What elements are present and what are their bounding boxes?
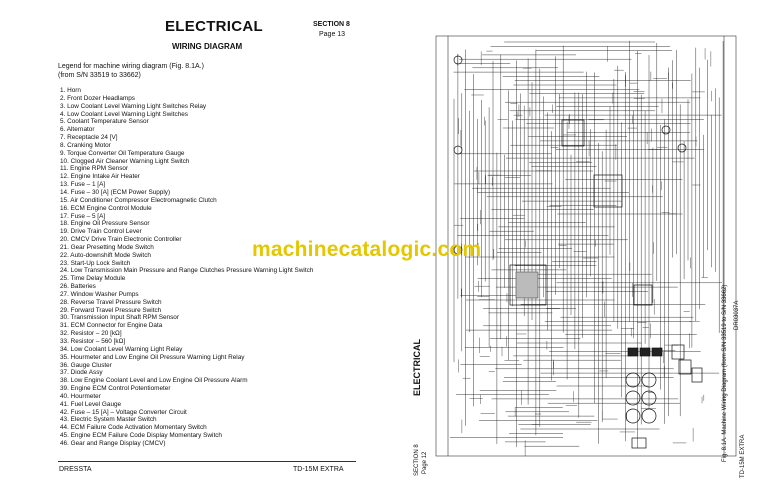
legend-item: 23. Start-Up Lock Switch <box>60 259 131 267</box>
legend-item: 7. Receptacle 24 [V] <box>60 134 118 142</box>
legend-item: 17. Fuse – 5 [A] <box>60 212 106 220</box>
legend-item: 13. Fuse – 1 [A] <box>60 181 106 189</box>
legend-item: 10. Clogged Air Cleaner Warning Light Sw… <box>60 157 190 165</box>
legend-item: 29. Forward Travel Pressure Switch <box>60 306 162 314</box>
legend-item: 8. Cranking Motor <box>60 141 111 149</box>
legend-item: 14. Fuse – 30 [A] (ECM Power Supply) <box>60 188 171 196</box>
section-subtitle: WIRING DIAGRAM <box>172 42 243 51</box>
diagram-frame <box>435 35 737 457</box>
legend-item: 16. ECM Engine Control Module <box>60 204 152 212</box>
legend-item: 39. Engine ECM Control Potentiometer <box>60 385 171 393</box>
legend-item: 9. Torque Converter Oil Temperature Gaug… <box>60 149 185 157</box>
figure-caption: Fig. 8.1A. Machine Wiring Diagram (from … <box>722 284 728 462</box>
legend-item: 25. Time Delay Module <box>60 275 126 283</box>
legend-item: 11. Engine RPM Sensor <box>60 165 129 173</box>
legend-serial-range: (from S/N 33519 to 33662) <box>58 72 141 79</box>
component-symbols <box>453 55 703 449</box>
legend-item: 4. Low Coolant Level Warning Light Switc… <box>60 110 188 118</box>
legend-item: 44. ECM Failure Code Activation Momentar… <box>60 424 207 432</box>
legend-item: 15. Air Conditioner Compressor Electroma… <box>60 196 217 204</box>
legend-item: 27. Window Washer Pumps <box>60 290 139 298</box>
legend-item: 24. Low Transmission Main Pressure and R… <box>60 267 314 275</box>
legend-item: 32. Resistor – 20 [kΩ] <box>60 330 122 338</box>
legend-item: 2. Front Dozer Headlamps <box>60 94 135 102</box>
legend-intro: Legend for machine wiring diagram (Fig. … <box>58 62 298 80</box>
legend-item: 19. Drive Train Control Lever <box>60 228 142 236</box>
watermark: machinecatalogic.com <box>252 238 482 261</box>
footer-brand: DRESSTA <box>59 466 92 473</box>
legend-item: 40. Hourmeter <box>60 392 101 400</box>
legend-item: 22. Auto-downshift Mode Switch <box>60 251 151 259</box>
legend-item: 36. Gauge Cluster <box>60 361 112 369</box>
wire-bundle <box>450 40 724 457</box>
legend-item: 3. Low Coolant Level Warning Light Switc… <box>60 102 207 110</box>
legend-item: 26. Batteries <box>60 283 96 291</box>
vertical-page-number: Page 12 <box>422 451 428 474</box>
legend-item: 1. Horn <box>60 87 81 94</box>
legend-item: 46. Gear and Range Display (CMCV) <box>60 439 166 447</box>
legend-item: 20. CMCV Drive Train Electronic Controll… <box>60 236 182 244</box>
legend-item: 34. Low Coolant Level Warning Light Rela… <box>60 345 183 353</box>
legend-item: 37. Diode Assy <box>60 369 103 377</box>
legend-item: 45. Engine ECM Failure Code Display Mome… <box>60 432 222 440</box>
footer-divider <box>58 461 356 462</box>
legend-item: 12. Engine Intake Air Heater <box>60 173 140 181</box>
legend-item: 28. Reverse Travel Pressure Switch <box>60 298 162 306</box>
vertical-model: TD-15M EXTRA <box>740 434 746 478</box>
legend-item: 33. Resistor – 560 [kΩ] <box>60 338 126 345</box>
wiring-diagram <box>435 35 737 457</box>
legend-item: 21. Gear Presetting Mode Switch <box>60 243 154 251</box>
page-number: Page 13 <box>319 31 346 38</box>
vertical-section: SECTION 8 <box>414 444 420 476</box>
left-page: ELECTRICAL SECTION 8 Page 13 WIRING DIAG… <box>58 18 356 473</box>
legend-item: 41. Fuel Level Gauge <box>60 400 122 408</box>
legend-item: 43. Electric System Master Switch <box>60 416 157 424</box>
section-label: SECTION 8 <box>313 21 350 28</box>
right-page: ELECTRICAL SECTION 8 Page 12 Fig. 8.1A. … <box>384 0 768 497</box>
legend-item: 6. Alternator <box>60 126 95 134</box>
legend-item: 38. Low Engine Coolant Level and Low Eng… <box>60 377 248 385</box>
legend-intro-text: Legend for machine wiring diagram (Fig. … <box>58 63 204 70</box>
legend-item: 30. Transmission Input Shaft RPM Sensor <box>60 314 179 322</box>
legend-item: 5. Coolant Temperature Sensor <box>60 118 149 126</box>
page-title: ELECTRICAL <box>165 18 263 35</box>
footer-model: TD-15M EXTRA <box>293 466 344 473</box>
legend-item: 31. ECM Connector for Engine Data <box>60 322 163 330</box>
legend-item: 42. Fuse – 15 [A] – Voltage Converter Ci… <box>60 408 187 416</box>
legend-item: 35. Hourmeter and Low Engine Oil Pressur… <box>60 353 245 361</box>
vertical-title: ELECTRICAL <box>412 339 422 396</box>
drawing-code: DR03037A <box>734 300 740 330</box>
legend-item: 18. Engine Oil Pressure Sensor <box>60 220 150 228</box>
